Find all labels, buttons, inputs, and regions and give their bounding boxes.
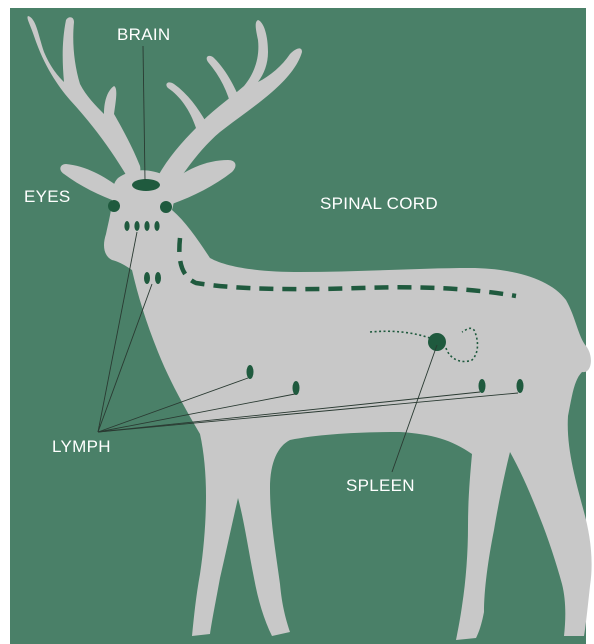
eyes-label: EYES [24, 187, 71, 207]
lymph-node-8 [293, 381, 300, 395]
lymph-node-10 [517, 379, 524, 393]
right-eye-marker [160, 201, 172, 213]
spinal-cord-label: SPINAL CORD [320, 194, 438, 214]
lymph-node-3 [144, 221, 149, 231]
lymph-label: LYMPH [52, 437, 111, 457]
lymph-node-7 [247, 365, 254, 379]
lymph-node-5 [144, 272, 150, 284]
left-eye-marker [108, 200, 120, 212]
spleen-marker [428, 333, 446, 351]
lymph-node-9 [479, 379, 486, 393]
brain-marker [132, 179, 160, 191]
spleen-label: SPLEEN [346, 476, 415, 496]
lymph-node-6 [155, 272, 161, 284]
lymph-node-2 [134, 221, 139, 231]
lymph-node-4 [154, 221, 159, 231]
lymph-node-1 [124, 221, 129, 231]
brain-label: BRAIN [117, 25, 170, 45]
